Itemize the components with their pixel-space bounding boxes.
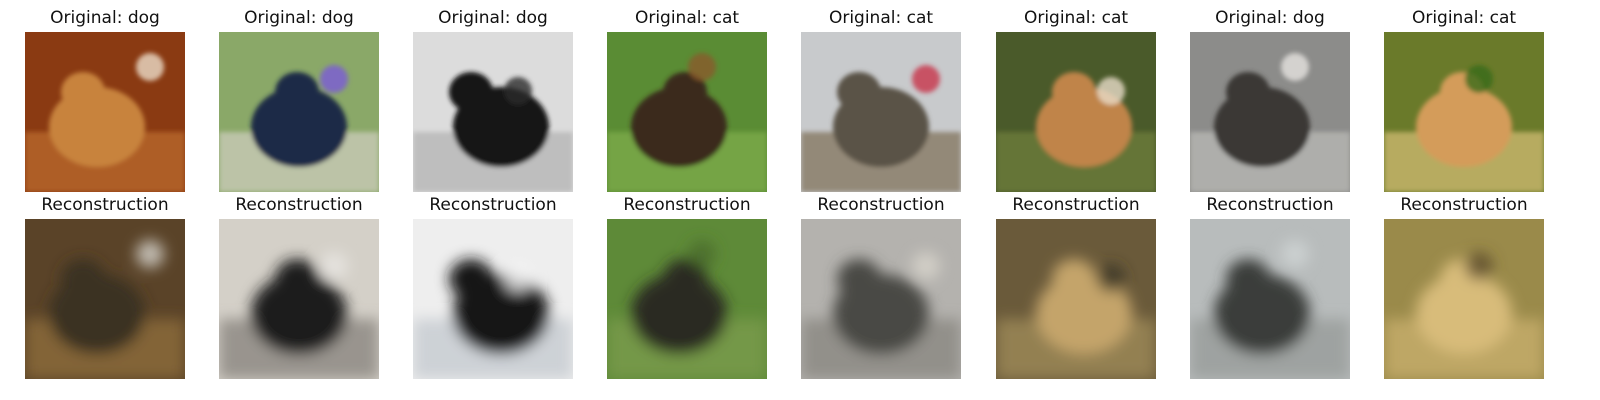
reconstruction-title: Reconstruction (235, 195, 363, 215)
reconstruction-image (607, 219, 767, 379)
original-title: Original: cat (634, 8, 740, 28)
original-image (25, 32, 185, 192)
reconstruction-title: Reconstruction (1400, 195, 1528, 215)
reconstruction-image (1384, 219, 1544, 379)
original-title: Original: dog (244, 8, 354, 28)
reconstruction-title: Reconstruction (817, 195, 945, 215)
reconstruction-title: Reconstruction (1012, 195, 1140, 215)
original-title: Original: dog (50, 8, 160, 28)
original-image (1190, 32, 1350, 192)
original-title: Original: cat (828, 8, 934, 28)
reconstruction-image (801, 219, 961, 379)
reconstruction-title: Reconstruction (429, 195, 557, 215)
reconstruction-image (996, 219, 1156, 379)
original-title: Original: dog (1215, 8, 1325, 28)
original-title: Original: cat (1411, 8, 1517, 28)
reconstruction-title: Reconstruction (1206, 195, 1334, 215)
reconstruction-title: Reconstruction (41, 195, 169, 215)
reconstruction-image (25, 219, 185, 379)
original-image (801, 32, 961, 192)
original-image (219, 32, 379, 192)
reconstruction-title: Reconstruction (623, 195, 751, 215)
original-image (607, 32, 767, 192)
reconstruction-image (413, 219, 573, 379)
original-image (996, 32, 1156, 192)
original-title: Original: cat (1023, 8, 1129, 28)
reconstruction-image (1190, 219, 1350, 379)
original-title: Original: dog (438, 8, 548, 28)
reconstruction-image (219, 219, 379, 379)
original-image (413, 32, 573, 192)
original-image (1384, 32, 1544, 192)
